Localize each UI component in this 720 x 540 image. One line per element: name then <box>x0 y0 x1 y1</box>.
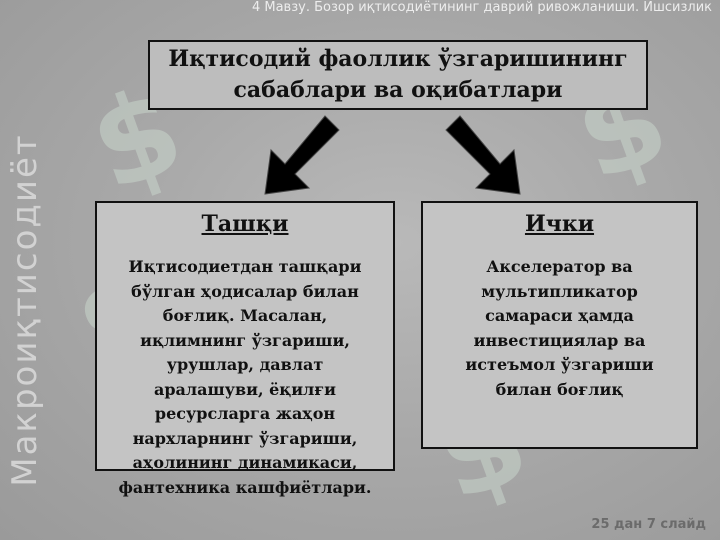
external-causes-text: Иқтисодиетдан ташқари бўлган ҳодисалар б… <box>118 257 372 497</box>
internal-causes-box: Ички Акселератор ва мультипликатор самар… <box>421 201 698 449</box>
slide-title: Иқтисодий фаоллик ўзгаришининг сабаблари… <box>168 46 628 103</box>
internal-causes-text: Акселератор ва мультипликатор самараси ҳ… <box>465 257 654 399</box>
arrow-down-left-icon <box>264 115 340 195</box>
internal-causes-title: Ички <box>524 211 595 237</box>
topic-header: 4 Мавзу. Бозор иқтисодиётининг даврий ри… <box>251 0 712 15</box>
vertical-course-title: Макроиқтисодиёт <box>5 133 45 487</box>
external-causes-title: Ташқи <box>201 211 289 237</box>
slide-counter: 25 дан 7 слайд <box>591 517 706 532</box>
external-causes-box: Ташқи Иқтисодиетдан ташқари бўлган ҳодис… <box>95 201 395 497</box>
arrow-down-right-icon <box>445 115 521 195</box>
slide-title-box: Иқтисодий фаоллик ўзгаришининг сабаблари… <box>148 40 648 110</box>
